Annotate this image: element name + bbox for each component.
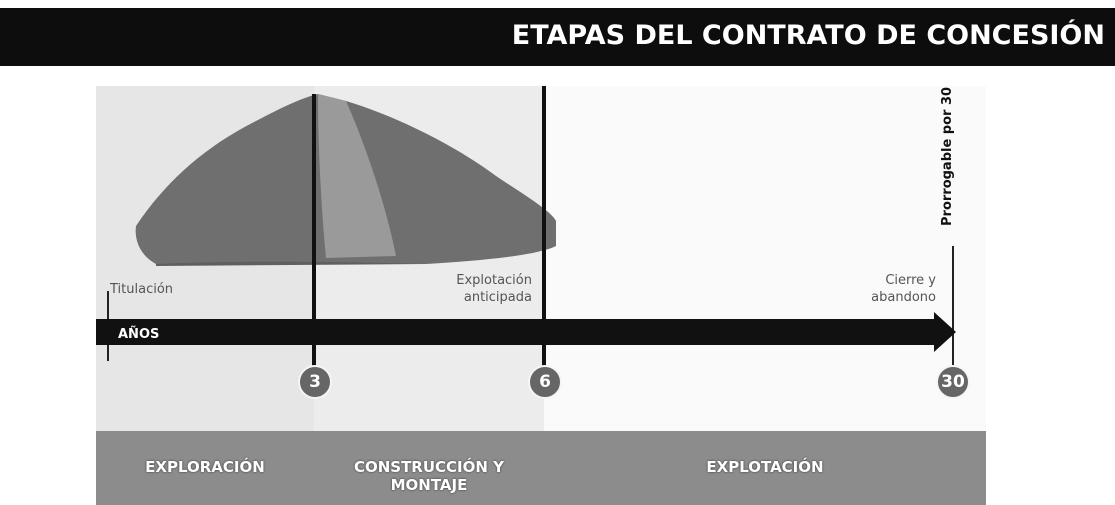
stage-bar [96,431,986,505]
stage-construction-line2: MONTAJE [390,476,468,494]
header-bar: ETAPAS DEL CONTRATO DE CONCESIÓN [0,8,1115,66]
years-axis-label: AÑOS [118,327,160,342]
mountain-highlight [318,94,396,258]
page-title: ETAPAS DEL CONTRATO DE CONCESIÓN [511,20,1105,51]
titulacion-label: Titulación [110,282,174,297]
stage-exploration: EXPLORACIÓN [145,458,265,476]
exploitation-zone [544,86,986,431]
concession-stages-diagram: Titulación Explotación anticipada Cierre… [96,86,986,505]
year-marker-6: 6 [528,365,562,399]
time-axis [96,319,936,345]
closure-line1: Cierre y [885,273,936,288]
anticipated-exploitation-label: Explotación anticipada [432,272,532,306]
closure-line2: abandono [871,290,936,305]
closure-label: Cierre y abandono [826,272,936,306]
time-axis-arrowhead [934,312,956,352]
stage-exploitation: EXPLOTACIÓN [706,458,824,476]
year-marker-3: 3 [298,365,332,399]
stage-construction-line1: CONSTRUCCIÓN Y [353,458,505,476]
stage-construction: CONSTRUCCIÓN Y MONTAJE [314,458,544,494]
year-marker-30: 30 [936,365,970,399]
mountain-shadow [156,261,426,266]
anticipated-exploitation-line1: Explotación [456,273,532,288]
extension-note: Prorrogable por 30 + [940,86,955,226]
anticipated-exploitation-line2: anticipada [463,290,532,305]
